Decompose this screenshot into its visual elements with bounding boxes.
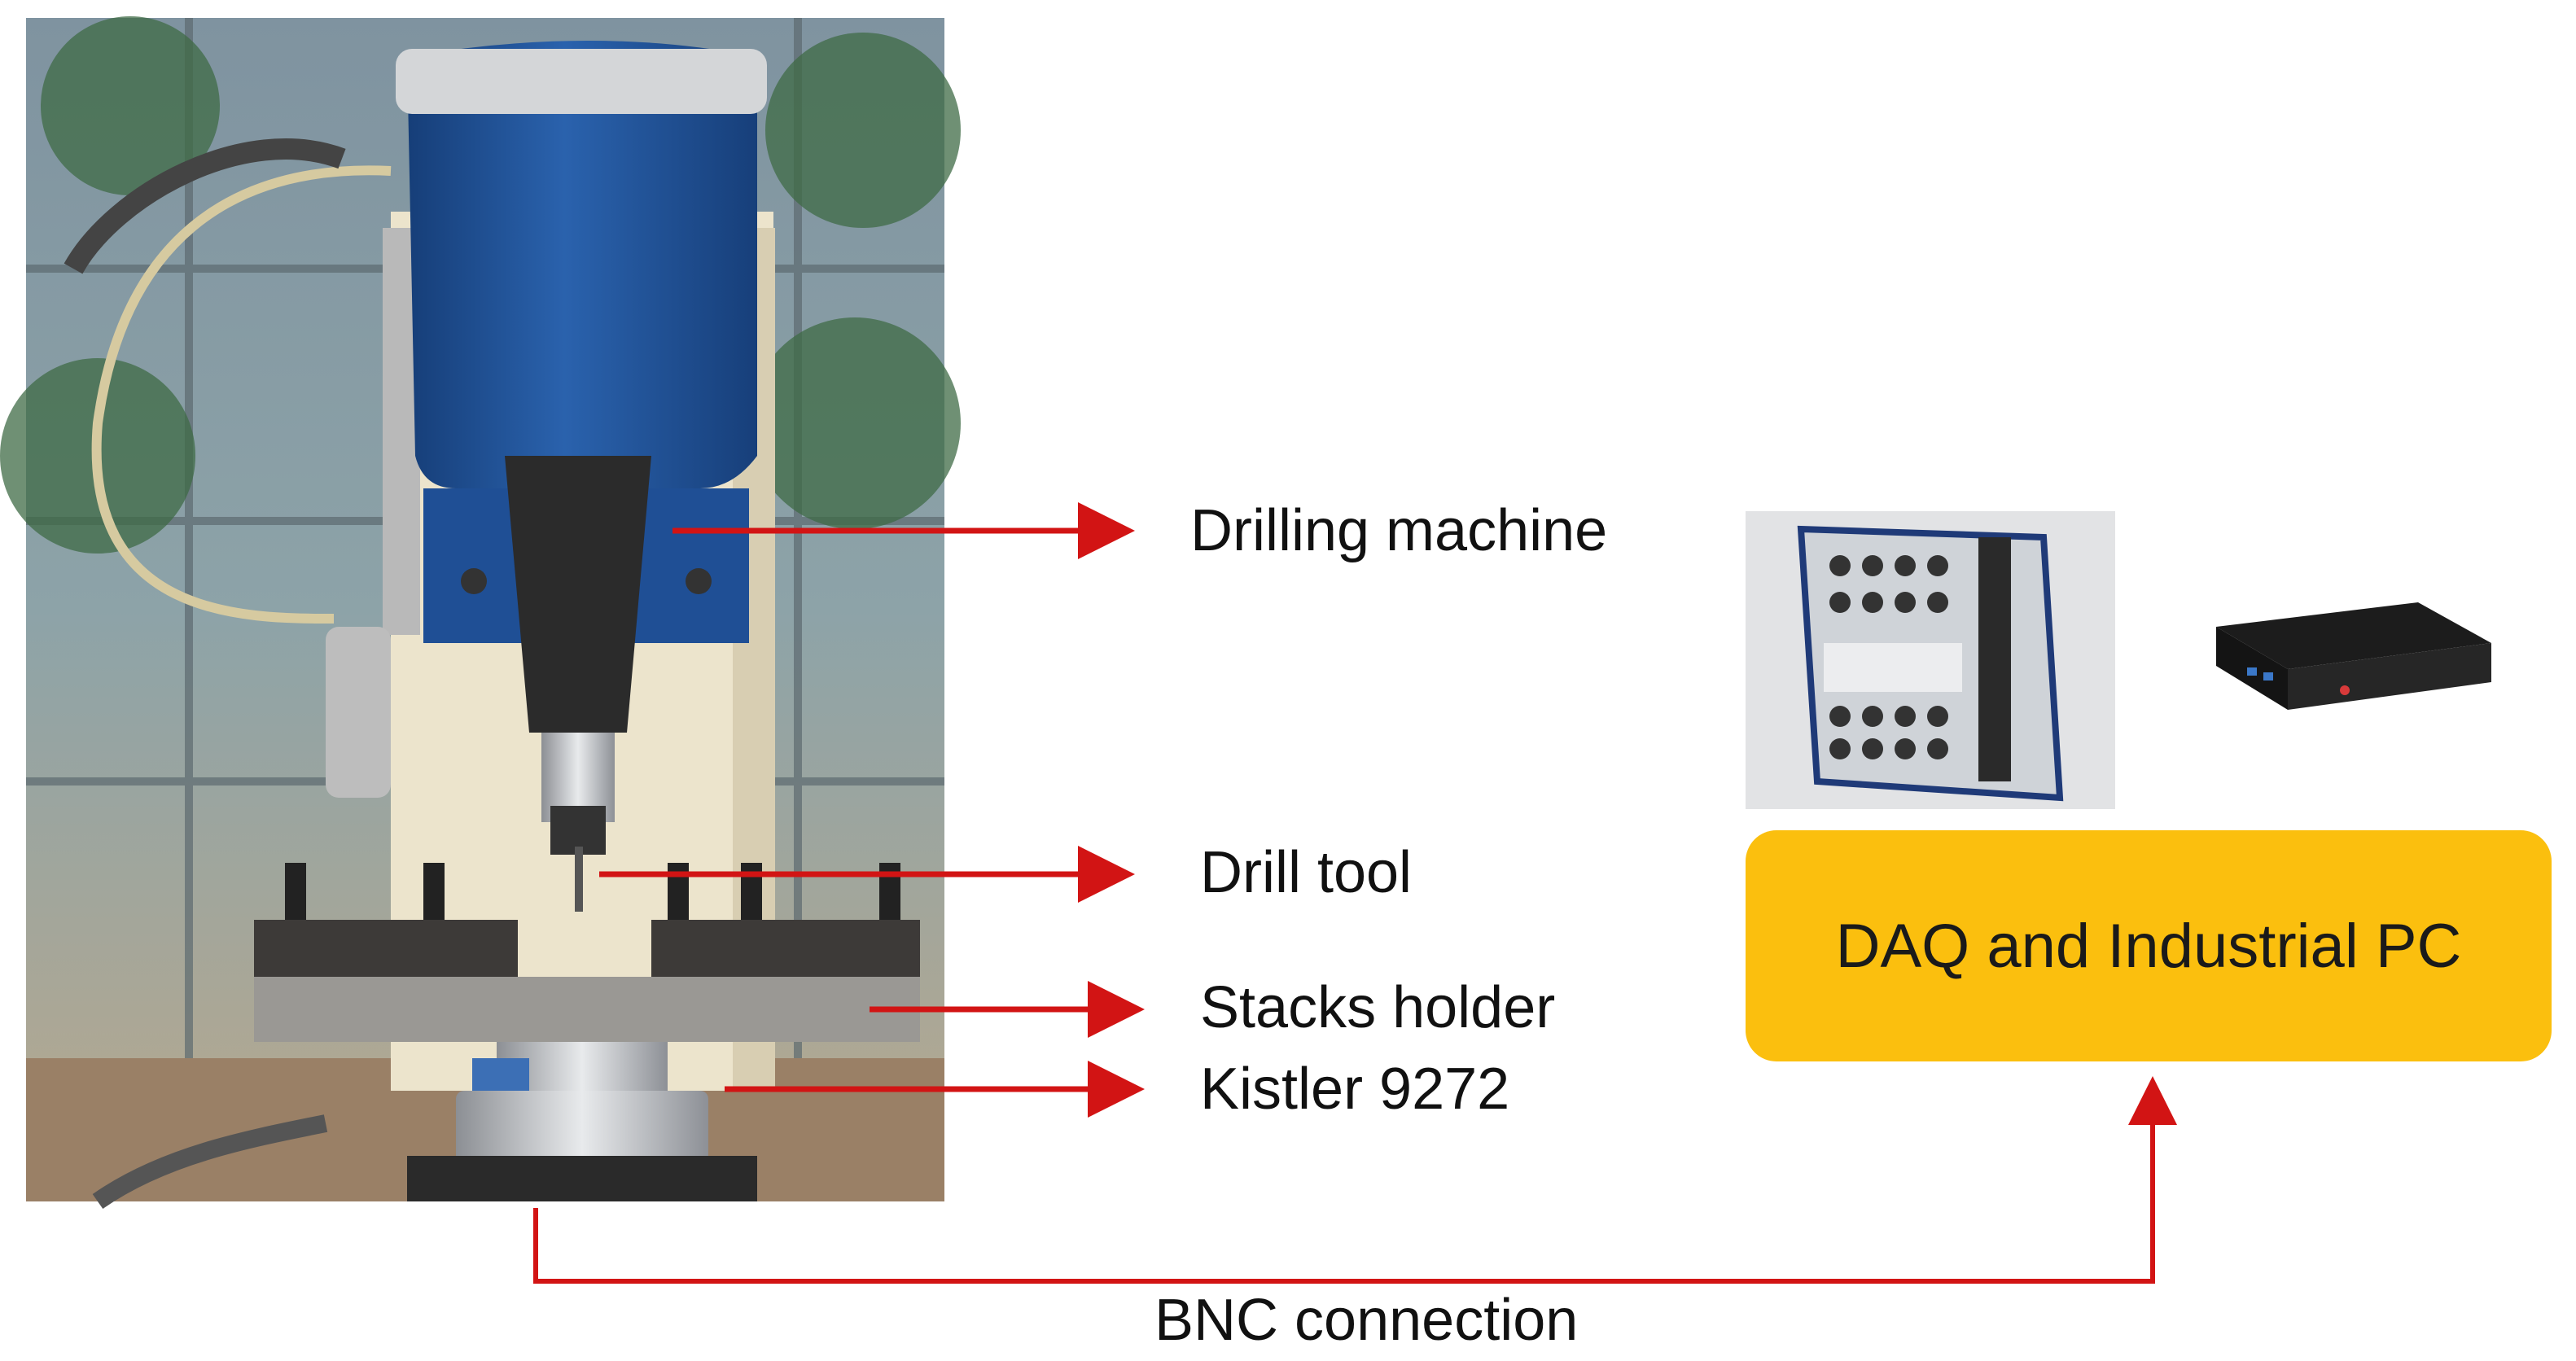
label-stacks-holder: Stacks holder [1200, 975, 1556, 1040]
label-drill-tool: Drill tool [1200, 840, 1413, 905]
label-bnc-connection: BNC connection [1154, 1288, 1579, 1353]
bnc-connection-line [533, 1076, 2177, 1284]
industrial-pc-icon [2216, 602, 2491, 710]
drilling-machine-photo [0, 16, 961, 1210]
daq-industrial-pc-label: DAQ and Industrial PC [1835, 911, 2462, 981]
label-kistler: Kistler 9272 [1200, 1057, 1510, 1122]
daq-device-icon [1746, 511, 2115, 809]
label-drilling-machine: Drilling machine [1190, 498, 1608, 563]
daq-industrial-pc-box: DAQ and Industrial PC [1746, 830, 2552, 1061]
